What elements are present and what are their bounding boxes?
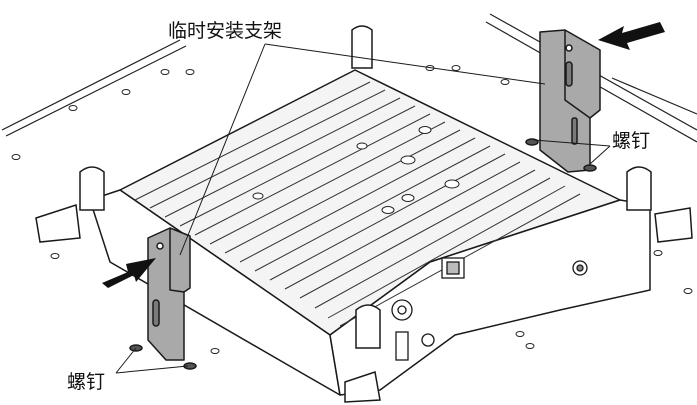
temporary-bracket-left: [129, 227, 197, 370]
screw-label-right: 螺钉: [612, 130, 651, 152]
surface-fasteners: [11, 65, 693, 354]
temporary-bracket-label: 临时安装支架: [168, 20, 283, 42]
insertion-arrows: [102, 22, 665, 288]
temporary-bracket-right: [525, 29, 601, 173]
fin-screws: [252, 126, 460, 214]
arrow-right-icon: [598, 22, 665, 50]
connector-ports: [391, 257, 588, 361]
corner-posts: [79, 25, 652, 349]
leader-lines: [115, 43, 611, 374]
heatsink-fins: [134, 81, 581, 327]
mounting-feet: [35, 204, 693, 403]
arrow-left-icon: [102, 258, 156, 288]
screw-label-left: 螺钉: [67, 371, 106, 393]
